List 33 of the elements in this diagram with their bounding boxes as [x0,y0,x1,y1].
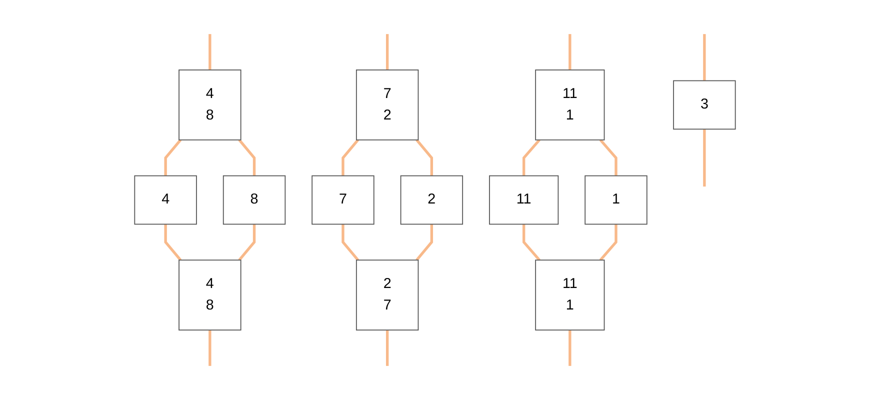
node-box: 8 [222,175,286,225]
node-box: 4 8 [178,70,242,140]
connector [238,139,256,176]
connector [342,139,360,176]
connector [238,224,256,261]
node-box: 7 [312,175,374,225]
node-box: 11 1 [535,70,605,140]
connector [164,139,182,176]
connector [164,224,182,261]
connector [386,330,389,366]
connector [568,34,572,70]
connector [568,330,572,366]
node-box: 4 8 [178,260,242,330]
connector [208,34,212,70]
connector [703,129,706,187]
node-box: 4 [134,175,197,225]
node-box: 7 2 [356,70,419,140]
connector [416,139,434,176]
connector [208,330,212,366]
connector [599,224,618,261]
connector [386,34,389,70]
node-box: 2 [400,175,464,225]
connector [522,139,540,176]
connector [522,224,540,261]
connector [416,224,434,261]
node-box: 11 1 [535,260,605,330]
node-box: 2 7 [356,260,419,330]
connector [703,34,706,81]
connector [342,224,360,261]
connector [599,139,618,176]
node-box: 3 [673,80,736,130]
node-box: 1 [584,175,648,225]
node-box: 11 [489,175,559,225]
